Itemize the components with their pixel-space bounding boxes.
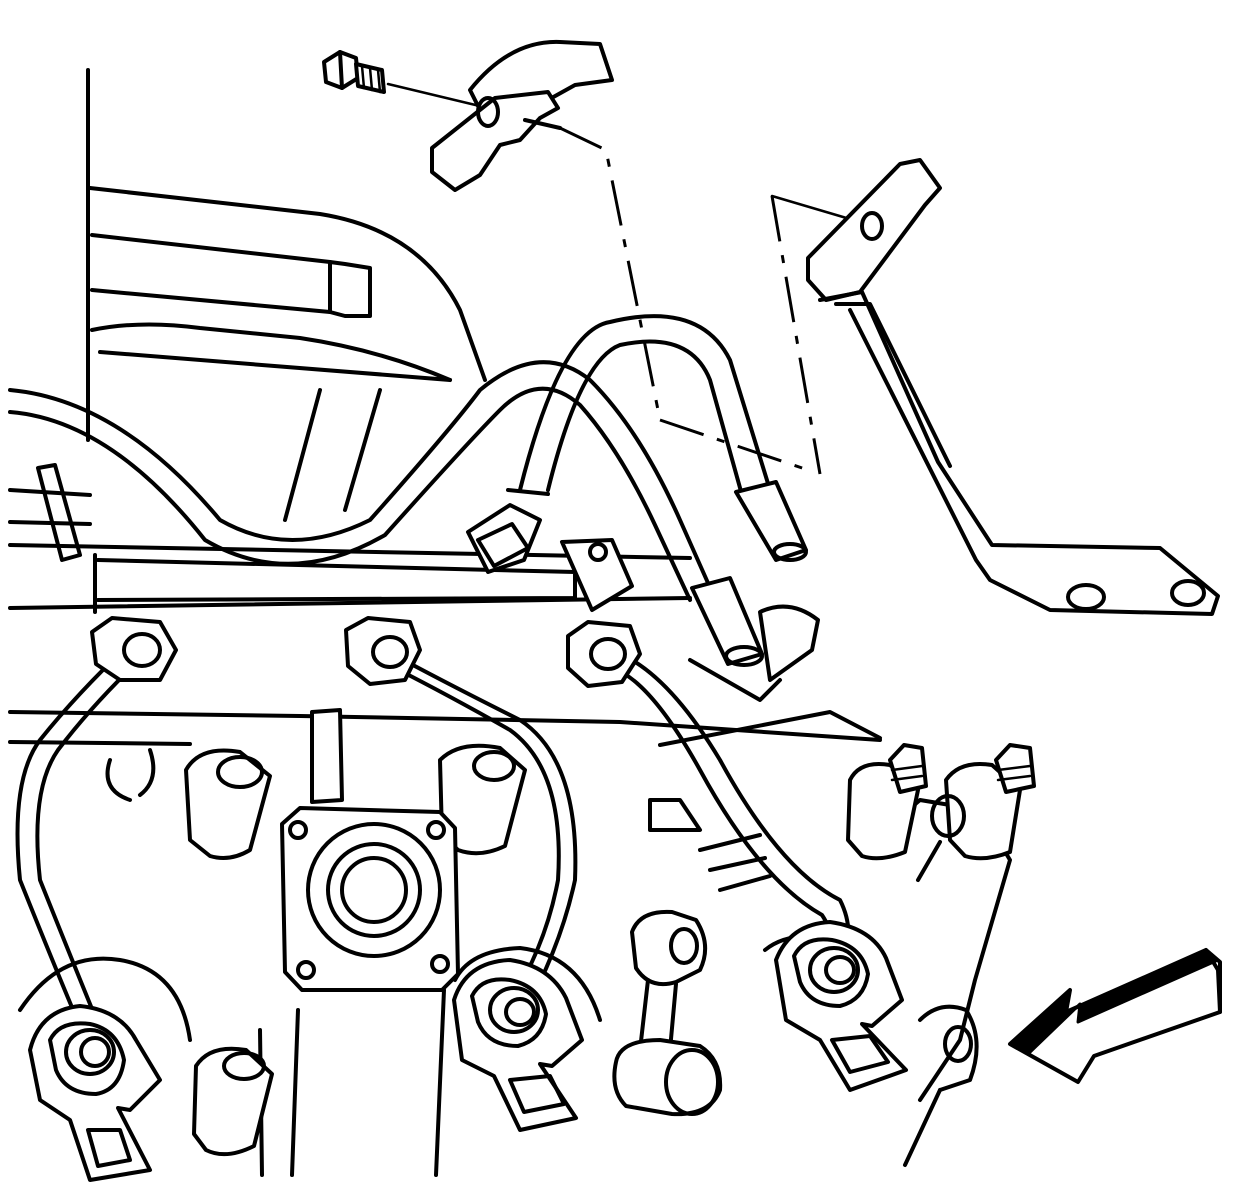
view-arrow-icon bbox=[1008, 948, 1222, 1084]
cylinder-head-icon bbox=[18, 708, 1036, 1157]
bolt-icon bbox=[322, 50, 490, 110]
fuel-injection-lines bbox=[8, 314, 851, 1052]
fuel-injector-icon bbox=[28, 920, 908, 1182]
fuel-rail-fittings bbox=[90, 616, 642, 688]
fuel-line-bracket-icon bbox=[806, 158, 1220, 616]
intake-manifold bbox=[86, 68, 487, 522]
cylinder-head-deck bbox=[8, 710, 1012, 1177]
alignment-lines bbox=[559, 126, 862, 475]
fuel-pipe-clip-icon bbox=[430, 39, 614, 192]
